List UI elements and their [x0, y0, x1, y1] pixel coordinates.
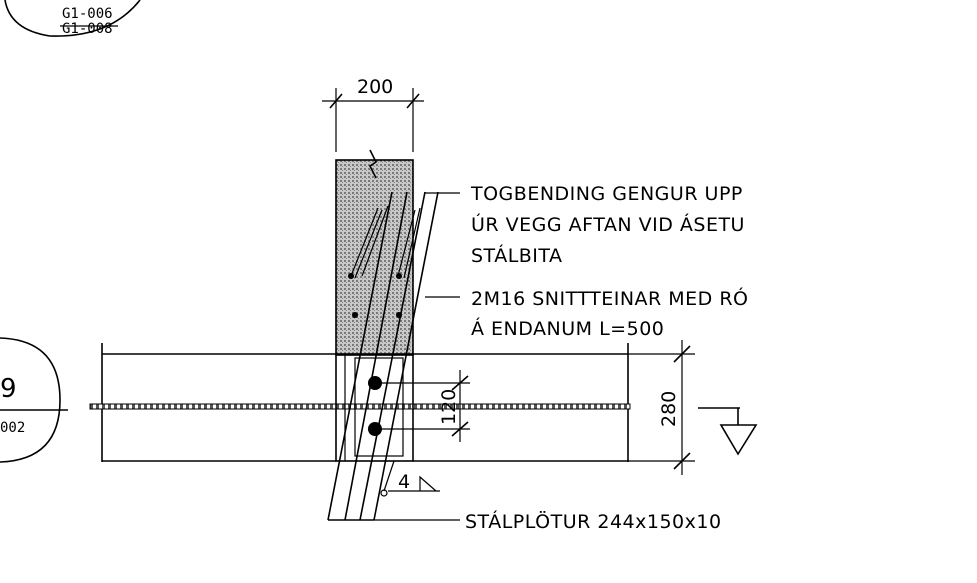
- togbending-note-line2: ÚR VEGG AFTAN VID ÁSETU: [471, 212, 745, 236]
- weld-symbol: 4: [380, 460, 440, 497]
- left-section-bubble: 9 002: [0, 337, 68, 463]
- leader-lines: [374, 192, 460, 521]
- wall-width-label: 200: [357, 76, 393, 98]
- stalplotur-note: STÁLPLÖTUR 244x150x10: [465, 510, 722, 533]
- togbending-note-line1: TOGBENDING GENGUR UPP: [470, 183, 743, 205]
- left-ref-number: 9: [0, 374, 17, 404]
- top-reference-bubble: G1-006 G1-008: [4, 0, 141, 37]
- snittteinar-note-line1: 2M16 SNITTTEINAR MED RÓ: [471, 286, 749, 310]
- wall-width-dimension: 200: [322, 76, 424, 152]
- concrete-wall: [335, 149, 414, 356]
- bolt-spacing-dimension: 120: [375, 370, 470, 442]
- rebar-diagonals: [327, 191, 439, 521]
- top-ref-a: G1-006: [62, 6, 113, 22]
- beam-height-dimension: 280: [628, 340, 695, 475]
- weld-size-label: 4: [398, 471, 410, 493]
- top-ref-b: G1-008: [62, 21, 113, 37]
- elevation-marker: [698, 407, 758, 456]
- steel-beam: [89, 343, 631, 462]
- bolt-spacing-label: 120: [438, 389, 460, 425]
- left-ref-sheet: 002: [0, 420, 25, 436]
- togbending-note-line3: STÁLBITA: [471, 244, 563, 267]
- snittteinar-note-line2: Á ENDANUM L=500: [471, 317, 664, 340]
- beam-height-label: 280: [658, 391, 680, 427]
